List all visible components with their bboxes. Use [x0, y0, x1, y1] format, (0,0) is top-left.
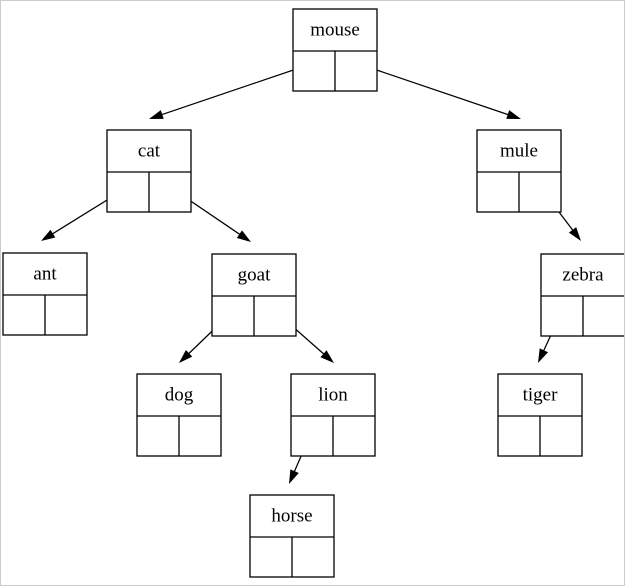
node-label: dog — [165, 384, 194, 405]
arrow-head-icon — [320, 350, 334, 363]
nodes-layer: mouse cat mule ant goat zebra dog lion tiger hors… — [2, 8, 625, 578]
node-right-pointer-cell[interactable] — [45, 295, 87, 335]
node-right-pointer-cell[interactable] — [179, 416, 221, 456]
tree-node-mouse[interactable]: mouse — [292, 8, 378, 92]
tree-node-ant[interactable]: ant — [2, 252, 88, 336]
node-right-pointer-cell[interactable] — [333, 416, 375, 456]
edge-mouse-to-mule — [355, 62, 521, 119]
node-label: tiger — [523, 384, 558, 405]
node-left-pointer-cell[interactable] — [250, 537, 292, 577]
arrow-head-icon — [236, 230, 251, 242]
arrow-head-icon — [149, 110, 164, 119]
node-right-pointer-cell[interactable] — [254, 296, 296, 336]
node-label: mule — [500, 140, 538, 161]
tree-node-dog[interactable]: dog — [136, 373, 222, 457]
node-right-pointer-cell[interactable] — [583, 296, 625, 336]
tree-node-cat[interactable]: cat — [106, 129, 192, 213]
arrow-head-icon — [289, 469, 299, 484]
node-left-pointer-cell[interactable] — [212, 296, 254, 336]
node-left-pointer-cell[interactable] — [293, 51, 335, 91]
node-right-pointer-cell[interactable] — [292, 537, 334, 577]
node-right-pointer-cell[interactable] — [149, 172, 191, 212]
arrow-head-icon — [506, 110, 521, 119]
arrow-head-icon — [41, 229, 56, 241]
node-right-pointer-cell[interactable] — [335, 51, 377, 91]
tree-node-horse[interactable]: horse — [249, 494, 335, 578]
arrow-head-icon — [179, 349, 193, 363]
node-label: mouse — [310, 19, 360, 40]
edge-mouse-to-cat — [149, 62, 315, 119]
edge-line — [159, 62, 315, 117]
node-label: cat — [138, 140, 161, 161]
node-left-pointer-cell[interactable] — [477, 172, 519, 212]
node-label: zebra — [562, 264, 604, 285]
node-left-pointer-cell[interactable] — [3, 295, 45, 335]
node-right-pointer-cell[interactable] — [540, 416, 582, 456]
node-label: goat — [238, 264, 271, 285]
node-label: lion — [318, 384, 348, 405]
tree-node-goat[interactable]: goat — [211, 253, 297, 337]
node-left-pointer-cell[interactable] — [291, 416, 333, 456]
node-left-pointer-cell[interactable] — [541, 296, 583, 336]
tree-node-tiger[interactable]: tiger — [497, 373, 583, 457]
arrow-head-icon — [568, 227, 581, 241]
tree-node-zebra[interactable]: zebra — [540, 253, 625, 337]
node-left-pointer-cell[interactable] — [498, 416, 540, 456]
node-label: horse — [271, 505, 312, 526]
node-left-pointer-cell[interactable] — [107, 172, 149, 212]
arrow-head-icon — [538, 348, 549, 363]
edge-line — [355, 62, 511, 117]
tree-node-mule[interactable]: mule — [476, 129, 562, 213]
tree-node-lion[interactable]: lion — [290, 373, 376, 457]
node-right-pointer-cell[interactable] — [519, 172, 561, 212]
node-label: ant — [33, 263, 57, 284]
node-left-pointer-cell[interactable] — [137, 416, 179, 456]
